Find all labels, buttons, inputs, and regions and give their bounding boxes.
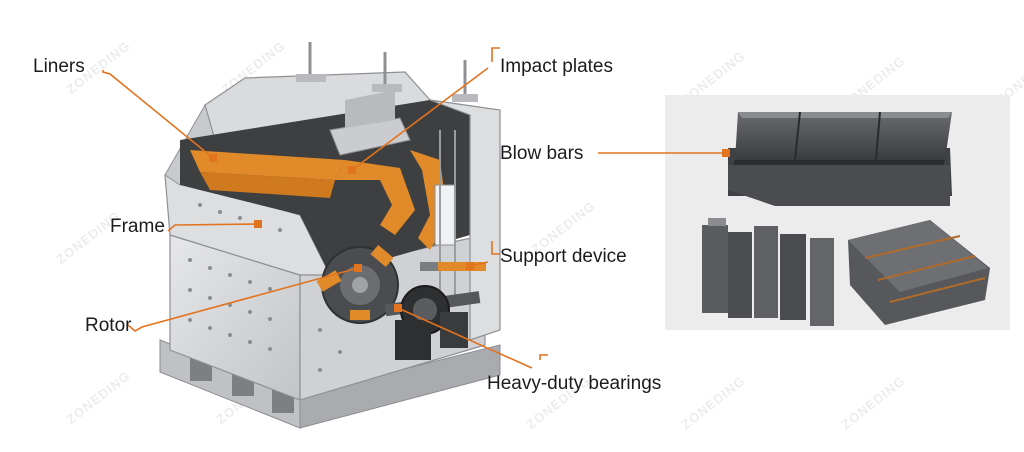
label-frame: Frame bbox=[110, 216, 165, 237]
leader-markers bbox=[209, 149, 730, 312]
label-support-device: Support device bbox=[500, 246, 627, 267]
label-rotor: Rotor bbox=[85, 315, 132, 336]
label-blow-bars: Blow bars bbox=[500, 143, 584, 164]
rotor-marker bbox=[354, 264, 362, 272]
impact-plates-marker bbox=[348, 166, 356, 174]
frame-marker bbox=[254, 220, 262, 228]
support-device-marker bbox=[466, 262, 474, 270]
label-liners: Liners bbox=[33, 56, 85, 77]
leader-line-support-device bbox=[491, 241, 500, 255]
label-heavy-duty-bearings: Heavy-duty bearings bbox=[487, 373, 662, 394]
bearings-marker bbox=[394, 304, 402, 312]
label-impact-plates: Impact plates bbox=[500, 56, 613, 77]
impact-crusher-illustration bbox=[159, 42, 501, 429]
leader-line-frame bbox=[167, 223, 259, 232]
leader-line-impact-plates bbox=[491, 47, 500, 62]
liners-marker bbox=[209, 154, 217, 162]
leader-lines bbox=[102, 47, 727, 369]
blow-bars-marker bbox=[722, 149, 730, 157]
leader-line-impact-plates-pointer bbox=[351, 67, 489, 171]
leader-line-bearings-pointer bbox=[397, 307, 533, 369]
leader-line-bearings bbox=[539, 354, 548, 360]
leader-line-rotor bbox=[127, 267, 359, 332]
blow-bars-photo bbox=[665, 95, 1010, 330]
leader-line-liners bbox=[102, 70, 214, 159]
